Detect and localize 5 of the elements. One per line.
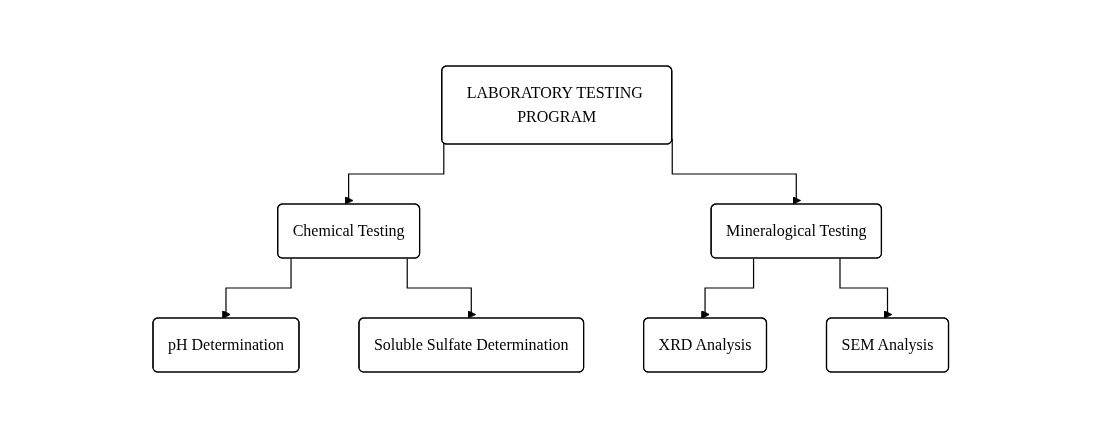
arrow [406, 257, 477, 319]
arrow [344, 142, 445, 205]
arrow [222, 257, 292, 319]
arrow [839, 257, 893, 319]
arrow [701, 257, 755, 319]
